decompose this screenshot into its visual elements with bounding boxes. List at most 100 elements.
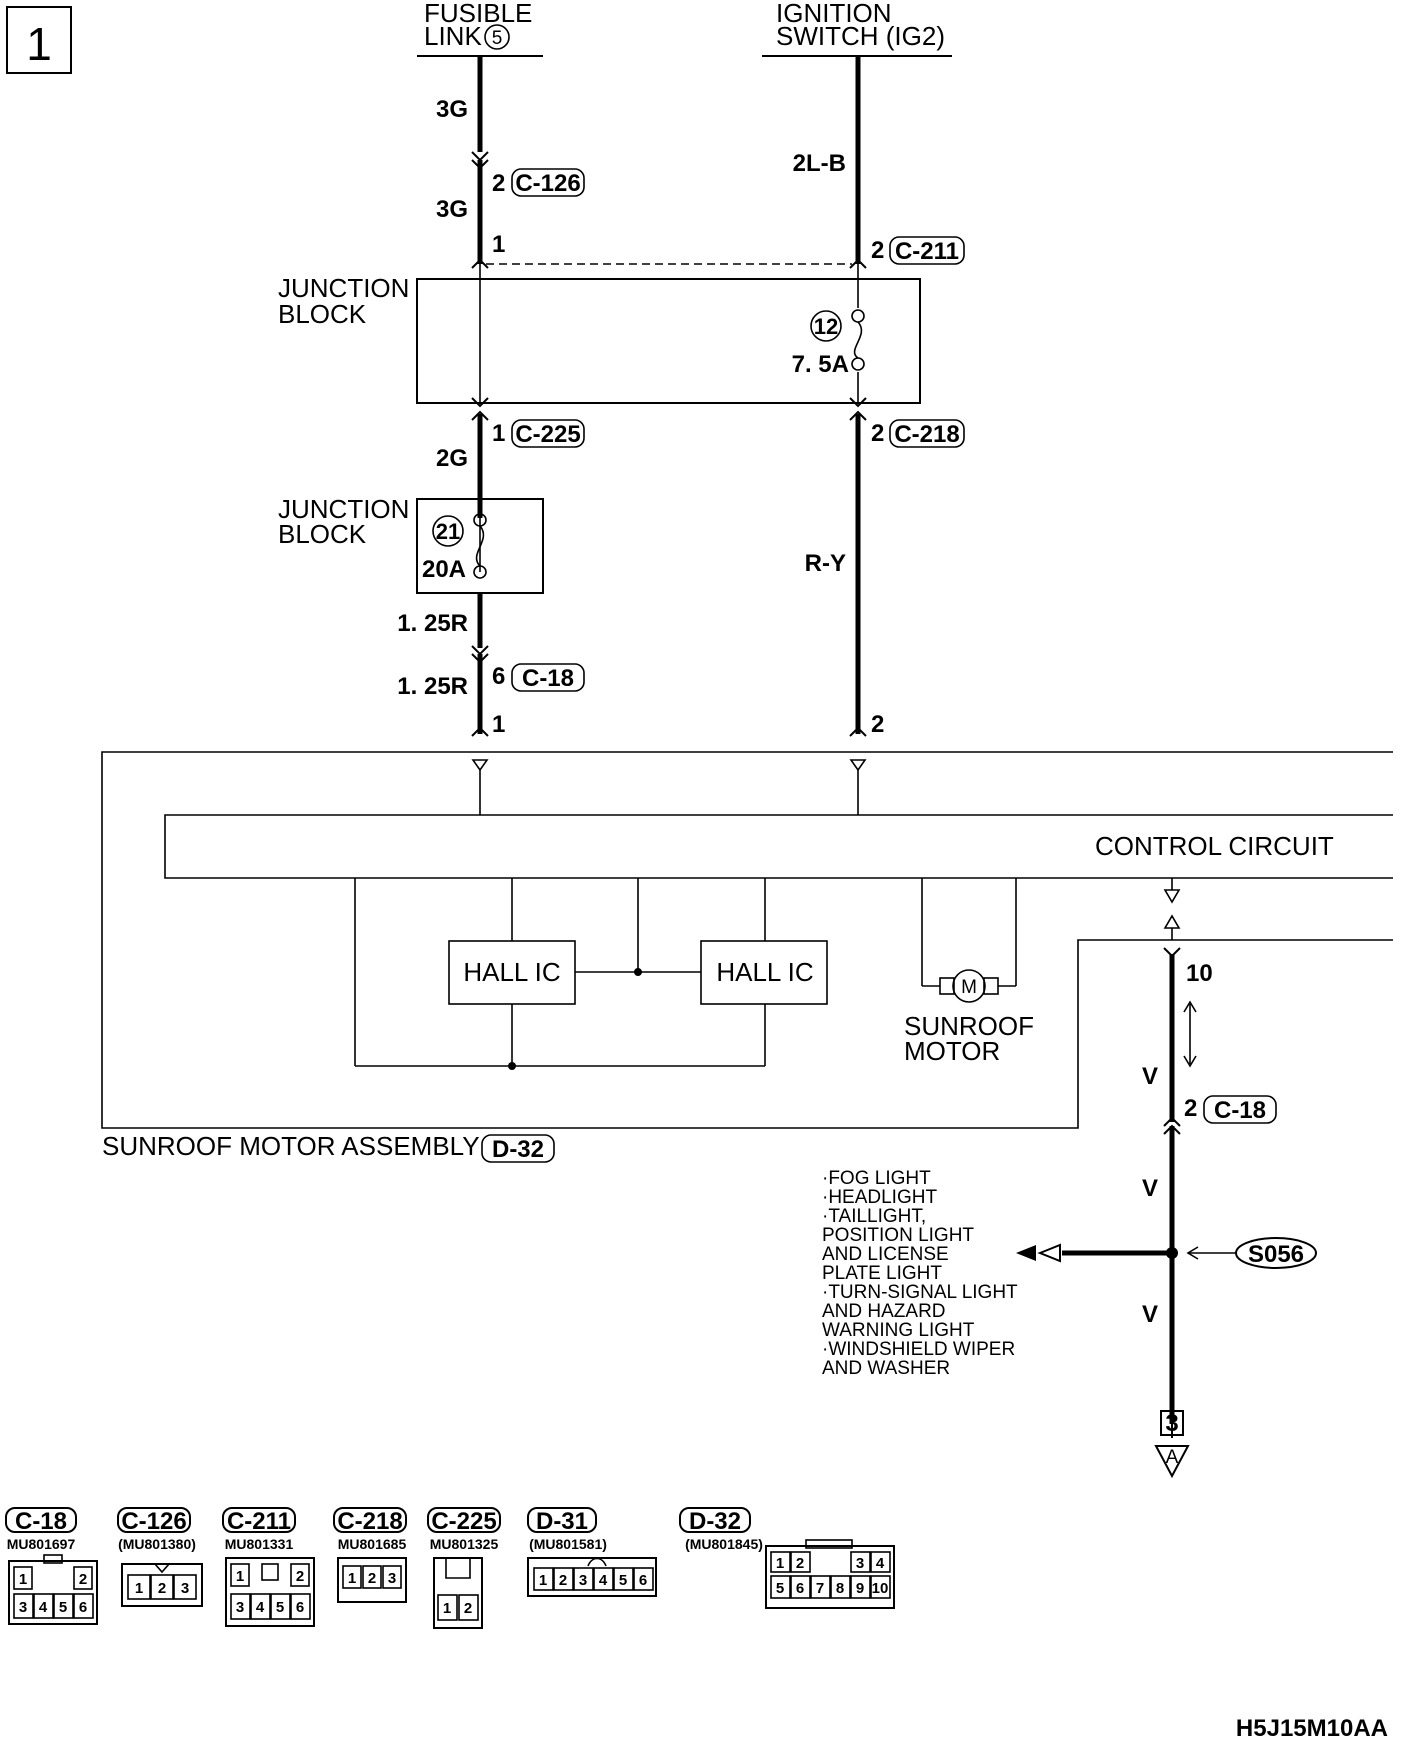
svg-text:10: 10 bbox=[872, 1580, 889, 1597]
svg-text:4: 4 bbox=[256, 1599, 265, 1616]
svg-text:WARNING LIGHT: WARNING LIGHT bbox=[822, 1320, 975, 1341]
svg-text:1: 1 bbox=[443, 1600, 451, 1617]
page-number-box bbox=[6, 6, 72, 74]
connector-view-c-126: C-126 (MU801380) 1 2 3 bbox=[117, 1507, 203, 1607]
page-number: 1 bbox=[26, 18, 52, 70]
junction-block-1-label: JUNCTION BLOCK bbox=[278, 273, 409, 329]
svg-text:3: 3 bbox=[856, 1555, 864, 1572]
svg-text:20A: 20A bbox=[422, 556, 466, 583]
svg-text:MU801685: MU801685 bbox=[338, 1536, 407, 1552]
svg-text:V: V bbox=[1142, 1063, 1158, 1090]
svg-text:6: 6 bbox=[296, 1599, 304, 1616]
svg-text:FUSIBLE: FUSIBLE bbox=[424, 0, 532, 28]
svg-text:5: 5 bbox=[492, 28, 503, 49]
splice-branch bbox=[1016, 1243, 1236, 1263]
svg-text:2: 2 bbox=[796, 1555, 804, 1572]
svg-text:C-18: C-18 bbox=[15, 1508, 67, 1535]
svg-text:SUNROOF: SUNROOF bbox=[904, 1011, 1034, 1041]
svg-text:7. 5A: 7. 5A bbox=[792, 351, 849, 378]
junction-block-2 bbox=[416, 498, 544, 594]
hall-ic-2 bbox=[700, 940, 828, 1005]
connector-view-c-225: C-225 MU801325 1 2 bbox=[427, 1507, 501, 1629]
assembly-connector: D-32 bbox=[492, 1136, 544, 1163]
svg-text:1: 1 bbox=[539, 1572, 547, 1589]
svg-text:3: 3 bbox=[181, 1580, 189, 1597]
svg-text:M: M bbox=[961, 977, 977, 998]
svg-text:(MU801845): (MU801845) bbox=[685, 1536, 763, 1552]
svg-text:MU801697: MU801697 bbox=[7, 1536, 76, 1552]
fuse-21: 21 20A bbox=[422, 513, 487, 583]
svg-text:JUNCTION: JUNCTION bbox=[278, 494, 409, 524]
left-circuit-labels: 3G 2 C-126 3G 1 1 C-225 2G 1. 25R 6 C-18… bbox=[397, 96, 585, 738]
svg-text:1. 25R: 1. 25R bbox=[397, 610, 468, 637]
svg-text:2: 2 bbox=[158, 1580, 166, 1597]
svg-text:C-225: C-225 bbox=[431, 1508, 496, 1535]
svg-text:C-211: C-211 bbox=[227, 1508, 291, 1535]
svg-text:AND LICENSE: AND LICENSE bbox=[822, 1244, 949, 1265]
junction-block-1 bbox=[416, 278, 921, 404]
svg-text:1: 1 bbox=[776, 1555, 784, 1572]
svg-text:1: 1 bbox=[492, 711, 505, 738]
svg-text:6: 6 bbox=[492, 663, 505, 690]
svg-text:2: 2 bbox=[464, 1600, 472, 1617]
svg-text:4: 4 bbox=[39, 1599, 48, 1616]
svg-text:R-Y: R-Y bbox=[805, 550, 846, 577]
hall-ic-1-label: HALL IC bbox=[463, 957, 560, 987]
svg-text:6: 6 bbox=[79, 1599, 87, 1616]
svg-text:1: 1 bbox=[348, 1570, 356, 1587]
svg-text:2: 2 bbox=[871, 420, 884, 447]
svg-text:3: 3 bbox=[579, 1572, 587, 1589]
svg-text:3: 3 bbox=[19, 1599, 27, 1616]
svg-text:PLATE LIGHT: PLATE LIGHT bbox=[822, 1263, 942, 1284]
svg-text:BLOCK: BLOCK bbox=[278, 519, 367, 549]
svg-text:3: 3 bbox=[236, 1599, 244, 1616]
svg-text:V: V bbox=[1142, 1175, 1158, 1202]
svg-text:4: 4 bbox=[876, 1555, 885, 1572]
connector-view-d-31: D-31 (MU801581) 1 2 3 4 5 6 bbox=[527, 1507, 657, 1597]
svg-text:10: 10 bbox=[1186, 960, 1213, 987]
svg-text:MOTOR: MOTOR bbox=[904, 1036, 1000, 1066]
svg-text:(MU801380): (MU801380) bbox=[118, 1536, 196, 1552]
svg-text:1. 25R: 1. 25R bbox=[397, 673, 468, 700]
assembly-connector-badge bbox=[481, 1134, 555, 1163]
svg-text:MU801331: MU801331 bbox=[225, 1536, 294, 1552]
hall-ic-circuit bbox=[354, 878, 766, 1070]
svg-text:C-126: C-126 bbox=[121, 1508, 186, 1535]
sunroof-motor: M bbox=[921, 878, 1017, 1003]
svg-text:C-218: C-218 bbox=[894, 421, 959, 448]
svg-text:1: 1 bbox=[135, 1580, 143, 1597]
svg-text:3G: 3G bbox=[436, 196, 468, 223]
hall-ic-1 bbox=[448, 940, 576, 1005]
continuation-reference: 3 A bbox=[1154, 1410, 1190, 1479]
figure-code: H5J15M10AA bbox=[1236, 1715, 1388, 1742]
svg-text:2L-B: 2L-B bbox=[793, 150, 846, 177]
svg-text:POSITION LIGHT: POSITION LIGHT bbox=[822, 1225, 974, 1246]
output-circuit-wires bbox=[1163, 878, 1197, 1438]
svg-text:A: A bbox=[1166, 1447, 1179, 1468]
left-circuit-wires bbox=[471, 56, 489, 737]
svg-text:21: 21 bbox=[436, 519, 460, 544]
svg-text:SWITCH (IG2): SWITCH (IG2) bbox=[776, 21, 945, 51]
svg-text:7: 7 bbox=[816, 1580, 824, 1597]
svg-text:IGNITION: IGNITION bbox=[776, 0, 892, 28]
fusible-link-heading: FUSIBLE LINK 5 bbox=[417, 0, 543, 57]
svg-text:·TAILLIGHT,: ·TAILLIGHT, bbox=[822, 1206, 926, 1227]
control-circuit-label: CONTROL CIRCUIT bbox=[1095, 831, 1334, 861]
svg-text:C-18: C-18 bbox=[522, 665, 574, 692]
svg-text:·TURN-SIGNAL LIGHT: ·TURN-SIGNAL LIGHT bbox=[822, 1282, 1018, 1303]
ignition-switch-heading: IGNITION SWITCH (IG2) bbox=[762, 0, 952, 57]
splice-label: S056 bbox=[1248, 1241, 1304, 1268]
svg-text:C-211: C-211 bbox=[895, 238, 959, 265]
svg-text:5: 5 bbox=[619, 1572, 627, 1589]
connector-view-c-218: C-218 MU801685 1 2 3 bbox=[333, 1507, 407, 1603]
svg-text:C-225: C-225 bbox=[515, 421, 580, 448]
svg-text:8: 8 bbox=[836, 1580, 844, 1597]
svg-text:2: 2 bbox=[79, 1571, 87, 1588]
control-circuit-box bbox=[164, 814, 1393, 879]
svg-text:2: 2 bbox=[296, 1568, 304, 1585]
svg-text:MU801325: MU801325 bbox=[430, 1536, 499, 1552]
svg-text:6: 6 bbox=[639, 1572, 647, 1589]
svg-text:12: 12 bbox=[814, 314, 838, 339]
svg-text:2: 2 bbox=[1184, 1095, 1197, 1122]
